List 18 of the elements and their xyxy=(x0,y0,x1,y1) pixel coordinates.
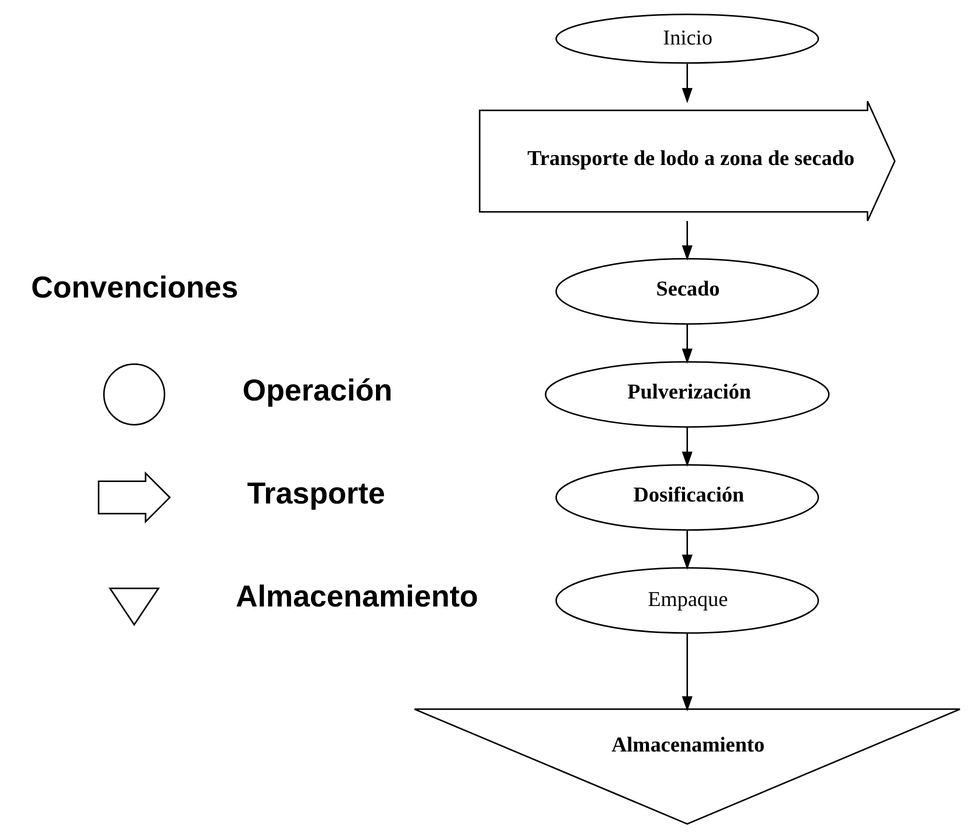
node-ellipse: Secado xyxy=(554,258,819,325)
node-triangle xyxy=(108,588,160,626)
legend-label: Almacenamiento xyxy=(235,580,478,614)
node-ellipse: Pulverización xyxy=(544,361,830,428)
legend-label: Operación xyxy=(242,374,392,408)
arrow xyxy=(681,64,692,104)
arrow xyxy=(681,221,692,260)
arrow xyxy=(681,324,692,364)
legend-label: Trasporte xyxy=(246,477,385,510)
node-ellipse: Empaque xyxy=(554,567,819,634)
node-ellipse: Dosificación xyxy=(554,464,819,531)
arrow xyxy=(681,427,692,467)
arrow xyxy=(681,633,692,712)
node-arrow xyxy=(97,471,170,524)
arrow xyxy=(681,530,692,570)
node-ellipse: Inicio xyxy=(554,14,819,64)
label: Convenciones xyxy=(30,271,238,304)
node-circle xyxy=(102,363,165,426)
